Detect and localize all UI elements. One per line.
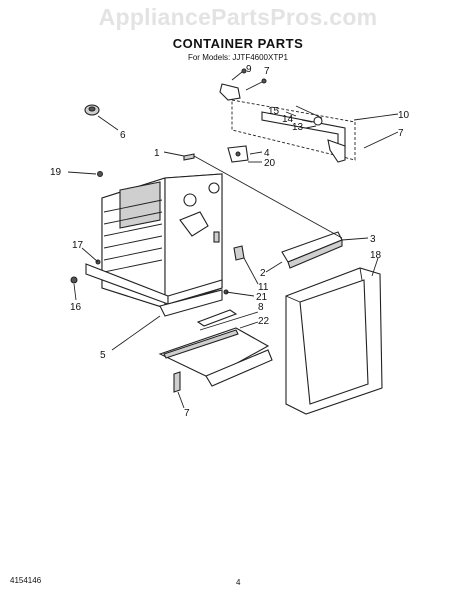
part-door-frame[interactable] [285, 267, 383, 415]
part-clip[interactable] [233, 245, 245, 261]
diagram-title: CONTAINER PARTS [172, 36, 304, 51]
callout-4: 4 [264, 148, 270, 159]
part-bracket-small[interactable] [227, 145, 249, 163]
leader-lines [67, 111, 399, 409]
part-screw-lower[interactable] [173, 371, 181, 393]
callout-14: 14 [282, 114, 294, 125]
part-container-body[interactable] [85, 173, 223, 317]
callout-7-right: 7 [398, 128, 404, 139]
callout-5: 5 [100, 350, 106, 361]
callout-3: 3 [370, 234, 376, 245]
part-screw-1[interactable] [183, 153, 195, 161]
part-bracket-assembly[interactable] [219, 83, 356, 163]
callout-7-bottom: 7 [184, 408, 190, 419]
callout-labels: 1 2 3 4 5 6 7 7 7 8 9 10 11 13 14 15 16 … [50, 64, 410, 419]
callout-8: 8 [258, 302, 264, 313]
model-subtitle: For Models: JJTF4600XTP1 [187, 53, 289, 62]
part-nut[interactable] [84, 104, 100, 116]
callout-18: 18 [370, 250, 382, 261]
callout-22: 22 [258, 316, 270, 327]
callout-21: 21 [256, 292, 268, 303]
callout-10: 10 [398, 110, 410, 121]
callout-1: 1 [154, 148, 160, 159]
callout-20: 20 [264, 158, 276, 169]
page-number: 4 [236, 578, 241, 587]
part-screw-19[interactable] [97, 171, 103, 177]
callout-9: 9 [246, 64, 252, 75]
callout-11: 11 [258, 282, 269, 293]
callout-16: 16 [70, 302, 82, 313]
callout-17: 17 [72, 240, 84, 251]
callout-2: 2 [260, 268, 266, 279]
callout-15: 15 [268, 106, 280, 117]
callout-6: 6 [120, 130, 126, 141]
part-lower-tray[interactable] [158, 327, 273, 387]
callout-13: 13 [292, 122, 304, 133]
callout-7-top: 7 [264, 66, 270, 77]
footer-part-number: 4154146 [10, 576, 42, 585]
part-screw-top[interactable] [231, 68, 267, 91]
part-handle-upper[interactable] [281, 231, 343, 269]
watermark: AppliancePartsPros.com [98, 4, 378, 30]
callout-19: 19 [50, 167, 62, 178]
